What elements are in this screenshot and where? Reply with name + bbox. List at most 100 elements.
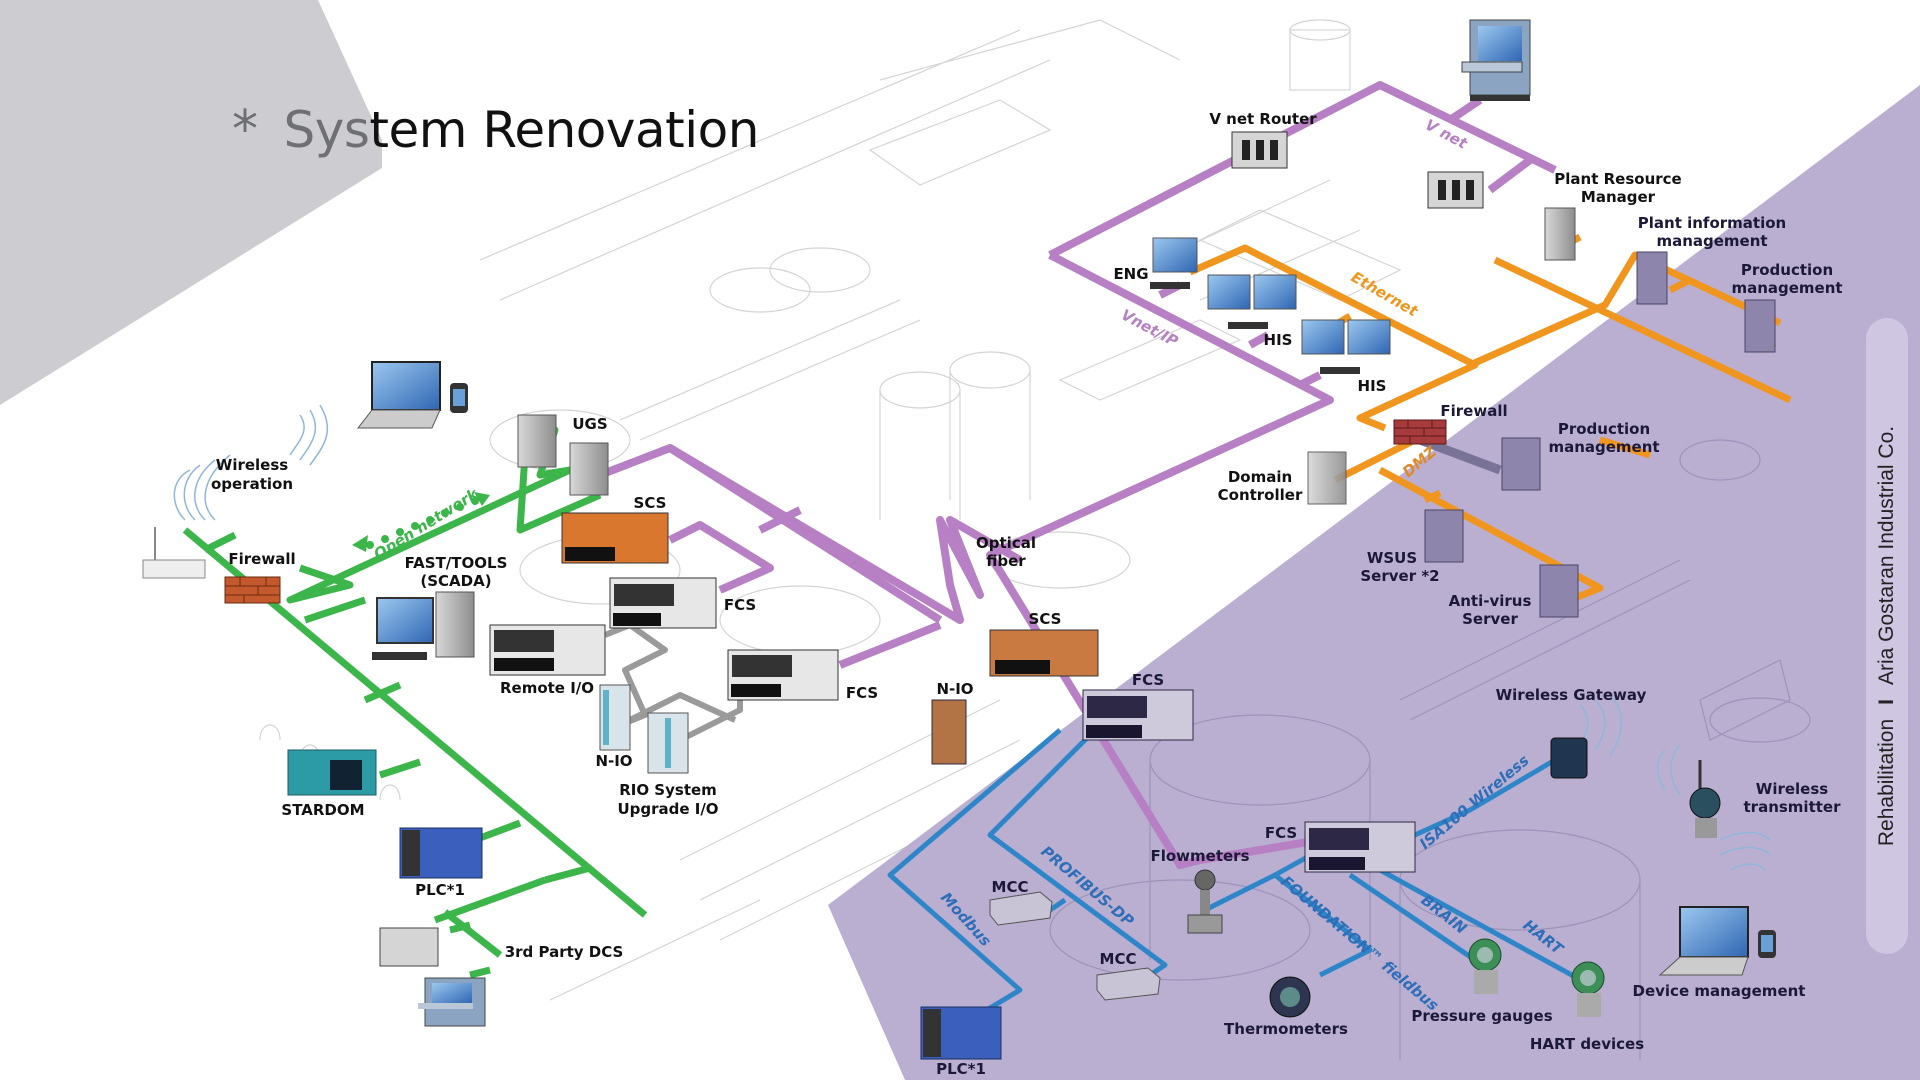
label-firewall-left: Firewall [228,550,295,568]
n-io-left-icon [599,684,631,751]
label-wsus-2: Server *2 [1360,567,1439,585]
label-hart-devices: HART devices [1530,1035,1644,1053]
firewall-link [1418,435,1502,475]
label-thermometers: Thermometers [1224,1020,1348,1038]
label-remote-io: Remote I/O [500,679,594,697]
side-caption-pill [1866,318,1908,954]
label-plant-resource-manager-2: Manager [1581,188,1656,206]
n-io-right-icon [931,699,967,765]
label-firewall-right: Firewall [1440,402,1507,420]
label-flowmeters: Flowmeters [1150,847,1249,865]
mcc-2-icon [1096,967,1161,1001]
his-workstation-2-icon [1301,319,1391,374]
label-fcs-4: FCS [1265,824,1297,842]
wireless-router-icon [142,527,206,579]
label-n-io-2: N-IO [936,680,973,698]
production-mgmt-mid-server-icon [1501,437,1541,491]
vnet-router-icon [1231,131,1288,169]
node-labels: V net Router Plant Resource Manager Plan… [211,110,1843,1078]
label-production-mgmt-mid-1: Production [1558,420,1650,438]
label-his-2: HIS [1358,377,1387,395]
title-part-gray: Sys [283,101,370,159]
label-optical-fiber-2: fiber [986,552,1026,570]
antivirus-server-icon [1539,564,1579,618]
label-fast-tools-1: FAST/TOOLS [405,554,508,572]
plant-info-server-icon [1636,251,1668,305]
label-wireless-transmitter-2: transmitter [1744,798,1842,816]
label-fcs-2: FCS [846,684,878,702]
flowmeter-icon [1187,869,1223,934]
thermometer-icon [1269,976,1311,1018]
wireless-transmitter-icon [1689,760,1721,838]
label-wireless-operation-2: operation [211,475,293,493]
eng-workstation-icon [1150,237,1198,289]
wsus-server-icon [1424,509,1464,563]
laptop-icon [356,361,441,429]
label-scs-1: SCS [634,494,667,512]
label-production-mgmt-mid-2: management [1548,438,1659,456]
label-production-mgmt-top-1: Production [1741,261,1833,279]
label-domain-controller-2: Controller [1218,486,1303,504]
third-party-dcs-icon [379,927,439,967]
label-mcc-1: MCC [992,878,1029,896]
label-scs-2: SCS [1029,610,1062,628]
side-caption-separator: I [1875,699,1898,705]
plant-resource-manager-server-icon [1544,207,1576,261]
device-mgmt-phone-icon [1758,930,1776,958]
label-plc-left: PLC*1 [415,881,465,899]
scada-pc-icon [372,591,475,660]
open-network-dots [352,492,490,552]
label-antivirus-2: Server [1462,610,1518,628]
label-plant-info-1: Plant information [1638,214,1786,232]
production-mgmt-server-icon [1744,299,1776,353]
label-fcs-3: FCS [1132,671,1164,689]
fcs-controller-icon [609,577,717,629]
label-rio-upgrade-1: RIO System [619,781,717,799]
stardom-icon [287,749,377,796]
plc-left-icon [399,827,483,879]
label-mcc-2: MCC [1100,950,1137,968]
rio-upgrade-io-icon [647,712,689,774]
fcs-controller-3-icon [1082,689,1194,741]
label-ethernet: Ethernet [1348,268,1422,321]
label-wireless-operation-1: Wireless [216,456,289,474]
vnet-line [1048,81,1557,259]
label-open-network: Open network [371,484,482,563]
phone-icon [450,383,468,413]
side-caption-right: Aria Gostaran Industrial Co. [1875,425,1898,686]
gray-corner-shape [0,0,382,405]
domain-controller-server-icon [1307,451,1347,505]
label-eng: ENG [1113,265,1148,283]
fcs-controller-4-icon [1304,821,1416,873]
side-caption: RehabilitationIAria Gostaran Industrial … [1875,426,1899,846]
wireless-waves [173,404,1771,871]
scs-controller-icon [561,512,669,564]
label-plant-resource-manager-1: Plant Resource [1554,170,1681,188]
label-third-party-dcs: 3rd Party DCS [505,943,624,961]
hart-device-icon [1571,961,1605,1017]
label-fcs-1: FCS [724,596,756,614]
mcc-1-icon [989,891,1053,926]
remote-io-icon [489,624,606,676]
label-stardom: STARDOM [281,801,364,819]
label-wireless-gateway: Wireless Gateway [1496,686,1647,704]
label-production-mgmt-top-2: management [1731,279,1842,297]
label-n-io-1: N-IO [595,752,632,770]
title-bullet: * [232,100,258,160]
fcs-controller-2-icon [727,649,839,701]
operator-console-icon [1461,19,1531,101]
label-fast-tools-2: (SCADA) [420,572,491,590]
label-plc-bottom: PLC*1 [936,1060,986,1078]
plc-bottom-icon [920,1006,1002,1060]
label-ugs: UGS [572,415,607,433]
label-his-1: HIS [1264,331,1293,349]
label-pressure-gauges: Pressure gauges [1411,1007,1552,1025]
page-title: *System Renovation [232,100,759,160]
label-rio-upgrade-2: Upgrade I/O [617,800,718,818]
label-antivirus-1: Anti-virus [1449,592,1532,610]
label-vnet-ip: Vnet/IP [1118,306,1181,351]
fieldbus-line [887,728,1592,1023]
ugs-server-icon [517,414,609,496]
